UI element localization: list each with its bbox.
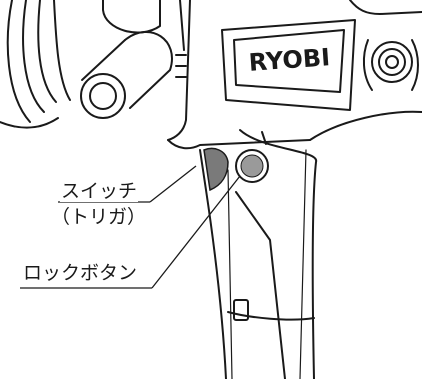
lock-leader-line xyxy=(151,175,241,289)
cord-strap xyxy=(227,299,315,321)
body-outline xyxy=(167,0,422,150)
switch-leader-line xyxy=(149,165,197,203)
side-handle xyxy=(80,0,187,119)
switch-label: スイッチ xyxy=(60,180,139,202)
trigger-switch xyxy=(203,147,229,192)
grip-handle xyxy=(199,129,318,379)
trigger-label: （トリガ） xyxy=(50,206,148,228)
logo-badge xyxy=(221,19,356,111)
lock-button xyxy=(235,149,269,183)
chuck-housing xyxy=(0,0,71,129)
lock-button-label: ロックボタン xyxy=(22,262,139,284)
selector-knob xyxy=(362,39,419,91)
brand-logo: RYOBI xyxy=(248,43,331,77)
